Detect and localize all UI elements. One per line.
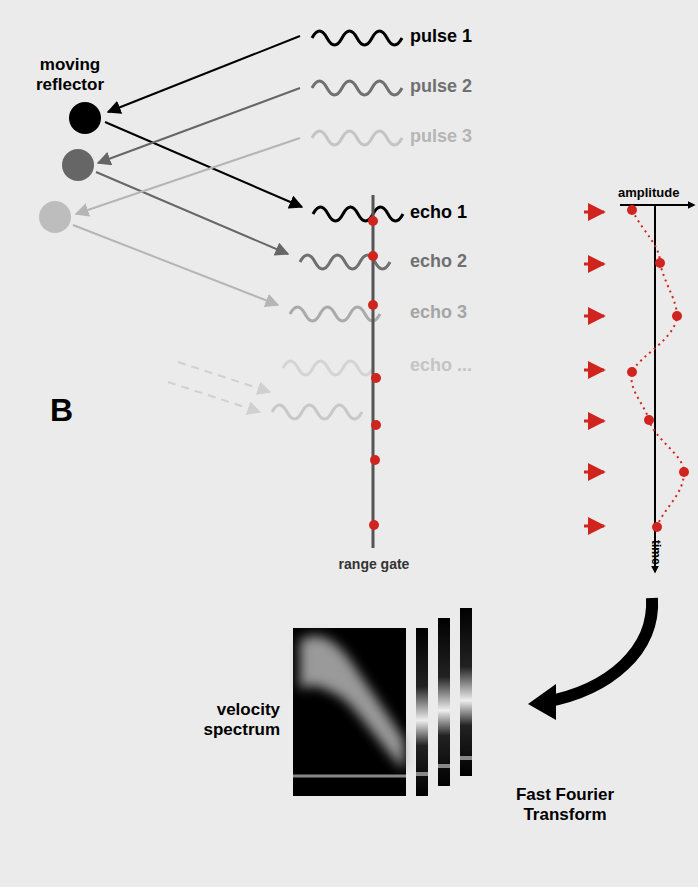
part-label: range gate <box>338 556 410 572</box>
pulse-label: pulse 1 <box>410 26 472 47</box>
axis-label: time <box>648 540 662 565</box>
process-label: Fast Fourier Transform <box>510 785 620 824</box>
pulse-label: pulse 3 <box>410 126 472 147</box>
axis-label: amplitude <box>618 186 679 201</box>
pulse-label: pulse 2 <box>410 76 472 97</box>
echo-label: echo 1 <box>410 202 467 223</box>
echo-label: echo 2 <box>410 251 467 272</box>
echo-label: echo 3 <box>410 302 467 323</box>
echo-label: echo ... <box>410 355 472 376</box>
axis-label: velocity spectrum <box>165 700 280 739</box>
part-label: moving reflector <box>20 55 120 94</box>
panel-letter: B <box>50 392 73 429</box>
